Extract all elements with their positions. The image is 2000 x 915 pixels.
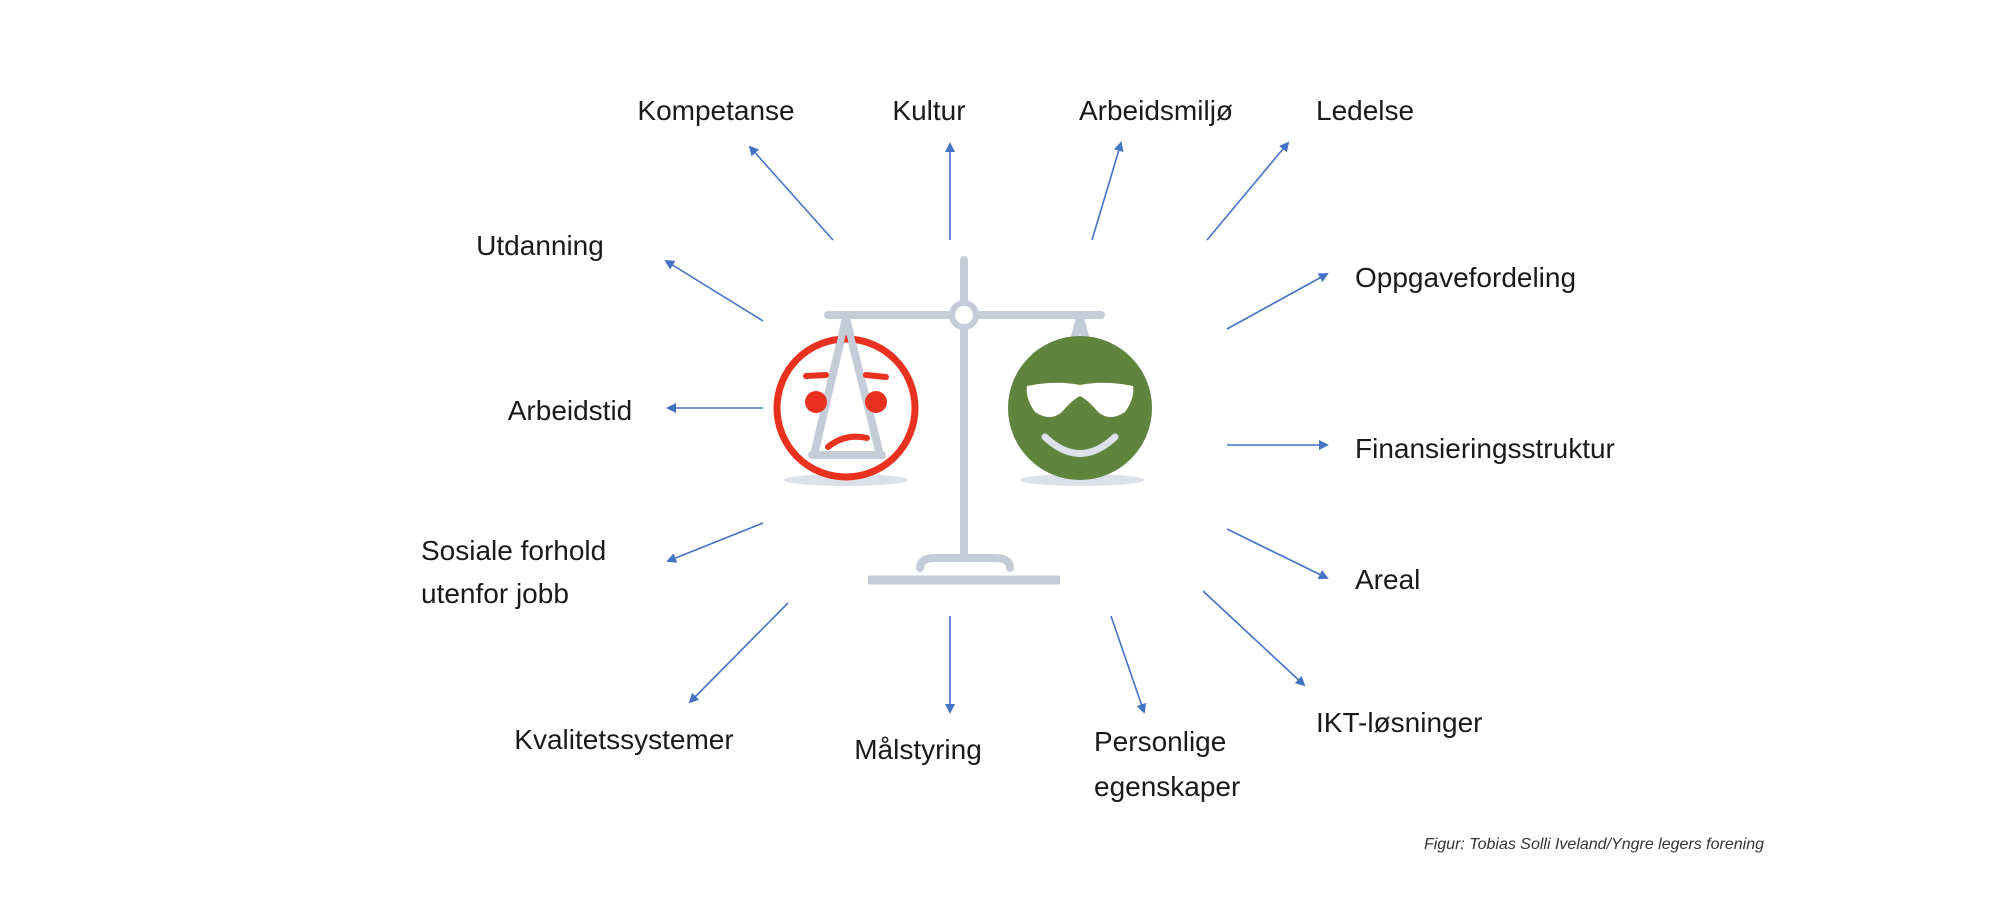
cool-face-icon <box>1008 336 1152 486</box>
label-oppgavefordeling: Oppgavefordeling <box>1355 262 1577 293</box>
arrow-arbeidsmiljo <box>1091 141 1124 241</box>
label-kultur: Kultur <box>892 95 966 126</box>
arrow-oppgavefordeling <box>1226 273 1329 330</box>
arrow-ikt <box>1202 590 1306 687</box>
arrow-kompetanse <box>748 145 834 241</box>
label-finansieringsstruktur: Finansieringsstruktur <box>1355 433 1615 464</box>
label-sosiale-forhold: Sosiale forhold <box>421 535 607 566</box>
label-egenskaper: egenskaper <box>1094 771 1241 802</box>
arrows <box>664 141 1329 714</box>
label-utenfor-jobb: utenfor jobb <box>421 578 569 609</box>
label-arbeidstid: Arbeidstid <box>507 395 633 426</box>
sad-face-icon <box>773 317 919 486</box>
label-kompetanse: Kompetanse <box>637 95 795 126</box>
arrow-kvalitetssystemer <box>688 602 789 704</box>
arrow-ledelse <box>1206 141 1290 241</box>
label-arbeidsmiljo: Arbeidsmiljø <box>1078 95 1234 126</box>
arrow-personlige <box>1110 615 1147 714</box>
label-kvalitetssystemer: Kvalitetssystemer <box>514 724 734 755</box>
figure-caption: Figur: Tobias Solli Iveland/Yngre legers… <box>1423 836 1764 853</box>
label-ikt-losninger: IKT-løsninger <box>1316 707 1483 738</box>
label-personlige: Personlige <box>1094 726 1227 757</box>
label-areal: Areal <box>1355 564 1421 595</box>
label-ledelse: Ledelse <box>1316 95 1415 126</box>
label-malstyring: Målstyring <box>854 734 982 765</box>
arrow-utdanning <box>664 259 764 322</box>
arrow-sosiale <box>666 522 764 563</box>
label-utdanning: Utdanning <box>476 230 604 261</box>
arrow-areal <box>1226 528 1329 579</box>
